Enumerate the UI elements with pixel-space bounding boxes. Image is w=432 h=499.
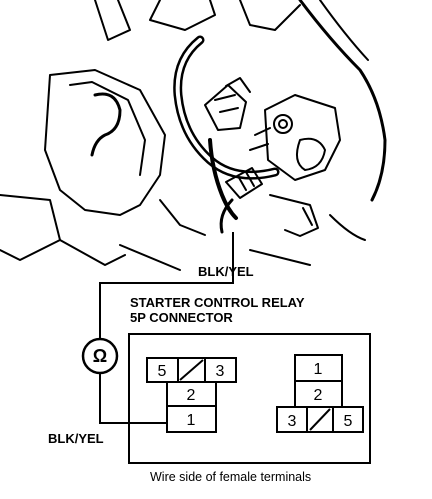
right-connector	[276, 354, 364, 433]
ohm-symbol: Ω	[93, 346, 107, 366]
left-terminal-1: 1	[187, 412, 196, 429]
left-terminal-5: 5	[158, 363, 167, 380]
ohmmeter-circuit	[99, 232, 234, 424]
test-lead-top	[99, 232, 234, 338]
connector-title-line1: STARTER CONTROL RELAY	[130, 295, 305, 310]
connector-title-line2: 5P CONNECTOR	[130, 310, 233, 325]
engine-illustration	[0, 0, 387, 271]
wire-color-label-top: BLK/YEL	[198, 264, 254, 279]
left-connector	[146, 357, 237, 433]
right-terminal-5: 5	[344, 413, 353, 430]
connector-frame	[128, 333, 371, 464]
right-terminal-1: 1	[314, 361, 323, 378]
connector-caption: Wire side of female terminals	[150, 470, 311, 484]
wire-color-label-bottom: BLK/YEL	[48, 431, 104, 446]
right-terminal-3: 3	[288, 413, 297, 430]
left-terminal-3: 3	[216, 363, 225, 380]
test-lead-bottom	[99, 374, 167, 424]
ohmmeter-icon: Ω	[81, 337, 119, 375]
right-terminal-2: 2	[314, 387, 323, 404]
left-terminal-2: 2	[187, 387, 196, 404]
